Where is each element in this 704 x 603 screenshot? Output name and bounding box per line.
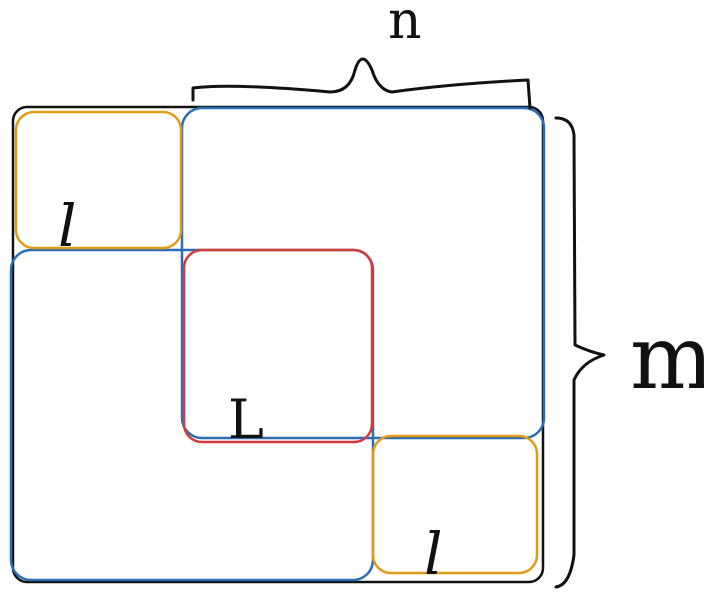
label-n: n: [388, 0, 422, 51]
label-m: m: [630, 306, 704, 409]
orange-square-bottom-right: [371, 434, 539, 575]
red-square-center: [182, 248, 374, 444]
label-l-top: l: [58, 192, 77, 260]
label-l-bottom: l: [424, 520, 443, 588]
blue-square-top-right: [180, 106, 546, 440]
label-L-center: L: [228, 388, 264, 451]
orange-square-top-left: [14, 110, 183, 250]
outer-square: [11, 105, 545, 584]
right-brace: [554, 116, 606, 589]
blue-square-bottom-left: [9, 248, 375, 582]
top-brace: [191, 57, 532, 110]
